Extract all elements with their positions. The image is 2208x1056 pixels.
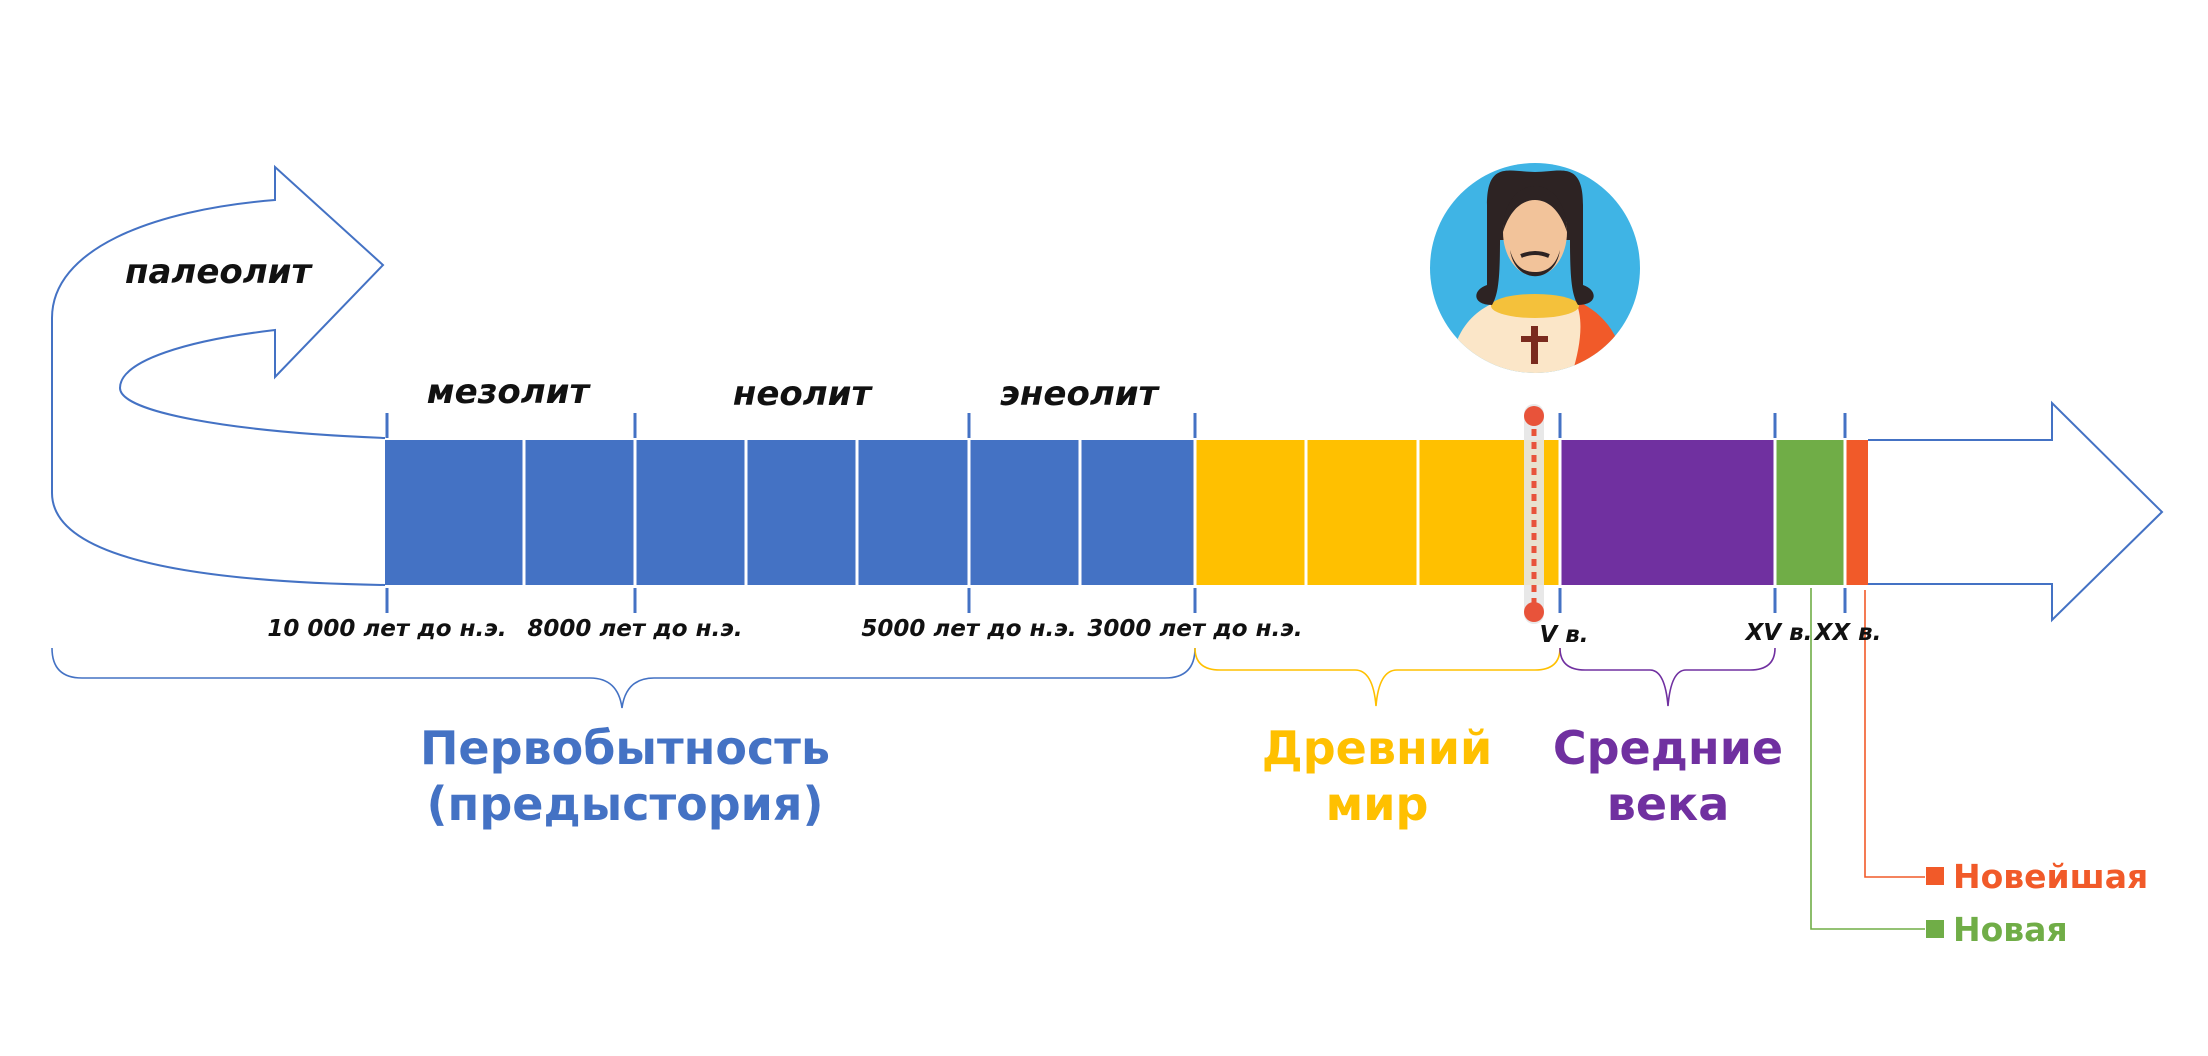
jesus-avatar-icon xyxy=(1430,163,1640,373)
stage-label-paleolit: палеолит xyxy=(125,252,313,292)
era-label-medieval-line2: века xyxy=(1607,777,1730,831)
medieval-segment xyxy=(1560,440,1775,585)
paleolit-curved-arrow xyxy=(51,164,386,586)
legend-swatch-modern xyxy=(1926,920,1944,938)
era-label-medieval-line1: Средние xyxy=(1553,721,1783,775)
timeline-arrow-head xyxy=(1868,400,2164,623)
tick-marks xyxy=(385,413,1847,613)
stage-label-neolit: неолит xyxy=(733,374,874,414)
tick-label-10000: 10 000 лет до н.э. xyxy=(267,616,506,642)
ancient-brace xyxy=(1194,647,1561,707)
prehistory-segment xyxy=(385,440,1195,585)
modern-segment xyxy=(1775,440,1845,585)
medieval-brace xyxy=(1559,647,1776,707)
era-label-ancient-line2: мир xyxy=(1326,777,1429,831)
tick-label-5000: 5000 лет до н.э. xyxy=(861,616,1076,642)
tick-label-v: V в. xyxy=(1539,622,1588,648)
legend-label-contemporary: Новейшая xyxy=(1953,857,2148,896)
stage-label-mezolit: мезолит xyxy=(427,372,592,412)
era-label-prehistory-line1: Первобытность xyxy=(420,721,830,775)
birth-of-christ-marker-icon xyxy=(1524,404,1544,624)
tick-label-3000: 3000 лет до н.э. xyxy=(1087,616,1302,642)
tick-label-xv: XV в. xyxy=(1744,620,1813,646)
legend-leaders xyxy=(1810,588,1925,930)
era-label-prehistory-line2: (предыстория) xyxy=(427,777,824,831)
legend-label-modern: Новая xyxy=(1953,910,2068,949)
contemporary-segment xyxy=(1845,440,1868,585)
legend-swatch-contemporary xyxy=(1926,867,1944,885)
stage-label-eneolit: энеолит xyxy=(1000,374,1161,414)
tick-label-8000: 8000 лет до н.э. xyxy=(527,616,742,642)
ancient-segment xyxy=(1195,440,1560,585)
tick-label-xx: XX в. xyxy=(1813,620,1882,646)
segment-dividers xyxy=(522,440,1847,585)
prehistory-brace xyxy=(51,647,1196,709)
era-label-ancient-line1: Древний xyxy=(1262,721,1492,775)
